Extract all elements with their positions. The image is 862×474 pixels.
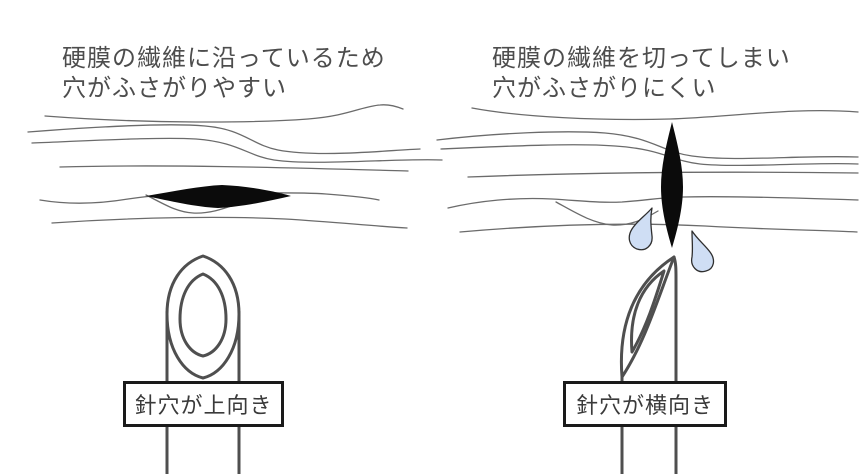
fiber-line <box>447 196 859 209</box>
left-needle-tip-outline <box>165 254 241 380</box>
puncture-hole-vertical <box>661 122 683 248</box>
fiber-line <box>436 131 859 160</box>
right-needle-shaft <box>672 255 678 474</box>
right-caption-line2: 穴がふさがりにくい <box>492 75 717 102</box>
right-needle-hole-opening <box>630 269 666 354</box>
fiber-line <box>459 223 858 233</box>
left-caption-line1: 硬膜の繊維に沿っているため <box>62 45 386 72</box>
left-needle-label: 針穴が上向き <box>134 393 273 418</box>
fiber-line <box>31 137 443 163</box>
fluid-drop-right <box>691 230 715 273</box>
fiber-line <box>51 216 408 229</box>
puncture-hole-horizontal <box>146 185 291 208</box>
right-needle-label: 針穴が横向き <box>575 393 714 418</box>
fiber-line <box>467 171 859 178</box>
fiber-line <box>440 144 859 167</box>
left-needle-hole-opening <box>178 272 228 358</box>
fiber-line <box>59 165 409 172</box>
fiber-line <box>44 104 404 123</box>
right-panel-caption: 硬膜の繊維を切ってしまい 穴がふさがりにくい <box>492 44 791 104</box>
fluid-drops <box>628 207 715 273</box>
left-dura-fibers <box>27 104 443 229</box>
fiber-line <box>471 107 859 121</box>
left-needle-label-box: 針穴が上向き <box>123 381 284 427</box>
left-panel-caption: 硬膜の繊維に沿っているため 穴がふさがりやすい <box>62 44 386 104</box>
right-needle-label-box: 針穴が横向き <box>563 381 727 427</box>
left-needle <box>165 254 241 474</box>
right-caption-line1: 硬膜の繊維を切ってしまい <box>492 45 791 72</box>
fluid-drop-left <box>628 207 653 251</box>
fiber-line <box>27 124 421 155</box>
right-needle <box>619 255 678 474</box>
left-caption-line2: 穴がふさがりやすい <box>62 75 287 102</box>
